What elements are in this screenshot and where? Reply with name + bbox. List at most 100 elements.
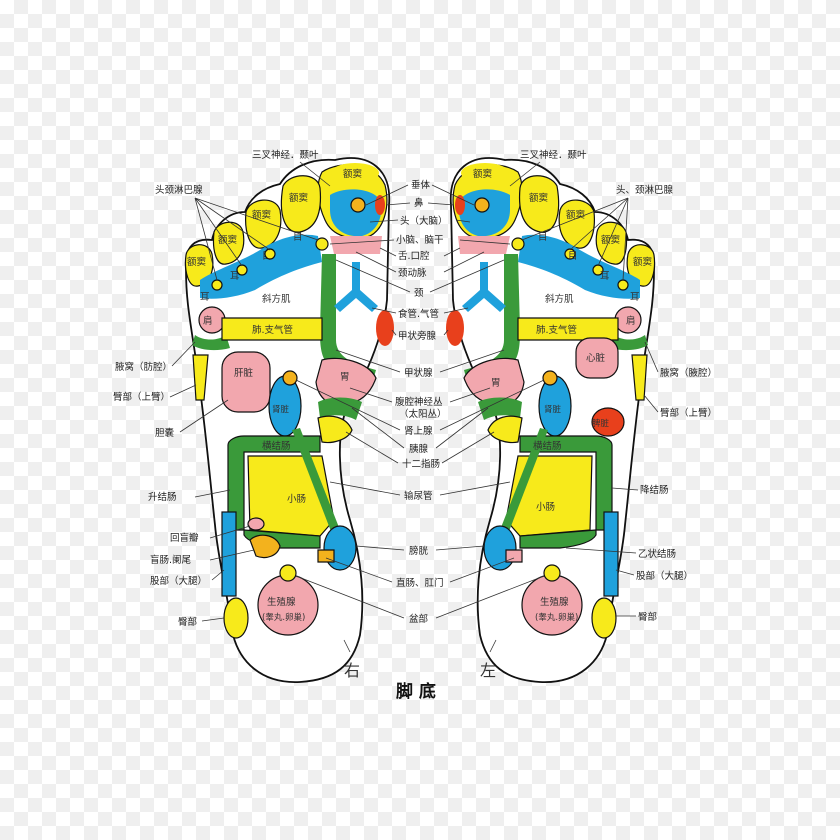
- label-carotid: 颈动脉: [398, 267, 427, 279]
- left-nose-dot: [455, 195, 465, 215]
- right-gonad-label1: 生殖腺: [267, 596, 296, 608]
- label-cerebellum: 小脑、脑干: [396, 234, 444, 246]
- left-spleen-label: 脾脏: [592, 418, 610, 429]
- label-rectum: 直肠、肛门: [396, 577, 444, 589]
- left-eye-ear-band: [518, 234, 640, 299]
- label-duodenum: 十二指肠: [402, 458, 440, 470]
- right-toe4-label: 额窦: [218, 234, 237, 246]
- left-stomach-label: 胃: [491, 378, 501, 389]
- left-ureter: [500, 428, 548, 534]
- right-neck-pink: [330, 236, 382, 254]
- left-trigeminal-label: 三叉神经．颞叶: [520, 149, 587, 161]
- left-foot-zone-text: 额窦 额窦 额窦 额窦 额窦 目 目 耳 耳 斜方肌 肩 肺.支气管 心脏 胃 …: [473, 168, 652, 680]
- left-lymph-dot-1: [617, 279, 629, 291]
- left-lymph-dot-2: [592, 264, 604, 276]
- center-labels: 垂体 鼻 头（大脑） 小脑、脑干 舌.口腔 颈动脉 颈 食管.气管 甲状旁腺 甲…: [295, 179, 545, 625]
- label-pituitary: 垂体: [411, 179, 431, 191]
- right-liver-label: 肝脏: [234, 367, 254, 379]
- left-lymph-dot-4: [511, 237, 525, 251]
- right-shoulder-green: [192, 335, 230, 351]
- left-toe5-label: 额窦: [633, 256, 652, 268]
- left-stomach: [463, 357, 525, 407]
- label-esophagus: 食管.气管: [398, 308, 439, 320]
- label-pelvis: 盆部: [409, 613, 428, 625]
- left-ear-label: 耳: [600, 271, 610, 282]
- right-foot: 额窦 额窦 额窦 额窦 额窦 目 目 耳 耳 斜方肌 肩 肺.支气管: [184, 157, 394, 683]
- left-heart: [575, 337, 619, 379]
- left-heart-label: 心脏: [586, 352, 606, 364]
- right-eye-ear-band: [200, 234, 322, 299]
- label-neck: 颈: [414, 288, 424, 299]
- right-lymph-dot-4: [315, 237, 329, 251]
- right-etou-big: [331, 163, 379, 183]
- right-ureter: [292, 428, 340, 534]
- right-upper-arm: [192, 354, 209, 401]
- left-duodenum: [487, 415, 523, 444]
- left-buttock: [591, 597, 617, 639]
- diagram-title: 脚 底: [396, 681, 436, 702]
- right-big-toe-blue: [330, 189, 382, 237]
- left-armpit-label: 腋窝（腋腔）: [660, 367, 717, 379]
- left-thigh: [603, 511, 619, 597]
- left-eye-label: 目: [538, 232, 548, 243]
- left-sigmoid-label: 乙状结肠: [638, 548, 676, 560]
- right-parathyroid: [376, 310, 394, 346]
- left-spleen: [591, 407, 625, 437]
- right-side-label: 右: [344, 661, 360, 680]
- right-transverse-colon: [227, 435, 321, 531]
- left-kidney-label: 肾脏: [544, 404, 562, 415]
- right-adrenal: [282, 370, 298, 386]
- left-toe4-label: 额窦: [601, 234, 620, 246]
- left-lung-label: 肺.支气管: [536, 324, 577, 336]
- label-solar-plexus: （太阳丛）: [399, 408, 447, 420]
- right-toe-3: [245, 199, 282, 249]
- left-thigh-label: 股部（大腿）: [636, 570, 693, 582]
- right-pancreas: [318, 397, 362, 420]
- left-lymph-dot-3: [564, 248, 576, 260]
- left-transverse-colon: [519, 435, 613, 531]
- left-toe-2: [518, 175, 560, 233]
- right-etou-big-label: 额窦: [343, 168, 362, 180]
- right-thigh-label: 股部（大腿）: [150, 575, 207, 587]
- label-thyroid: 甲状腺: [404, 367, 433, 379]
- left-foot-labels: 三叉神经．颞叶 头、颈淋巴腺 腋窝（腋腔） 臂部（上臂） 降结肠 乙状结肠 股部…: [509, 149, 717, 623]
- left-esophagus: [462, 262, 506, 312]
- left-big-toe-blue: [458, 189, 510, 237]
- right-ascending-colon-label: 升结肠: [148, 491, 177, 503]
- label-bladder: 膀胱: [409, 545, 429, 557]
- left-side-label: 左: [480, 661, 496, 680]
- left-gonad-label1: 生殖腺: [540, 596, 569, 608]
- right-stomach-label: 胃: [340, 372, 350, 383]
- right-buttock-label: 臀部: [178, 616, 197, 628]
- left-trapezius-label: 斜方肌: [545, 293, 574, 305]
- right-kidney-label: 肾脏: [272, 404, 290, 415]
- left-buttock-label: 臀部: [638, 611, 657, 623]
- label-adrenal: 肾上腺: [404, 425, 433, 437]
- left-adrenal: [542, 370, 558, 386]
- label-parathyroid: 甲状旁腺: [398, 330, 437, 342]
- label-pancreas: 胰腺: [409, 443, 429, 455]
- left-shoulder-green: [610, 335, 648, 351]
- right-rectum: [317, 549, 335, 563]
- label-celiac-plexus: 腹腔神经丛: [395, 396, 443, 408]
- right-transverse-colon-label: 横结肠: [262, 440, 291, 452]
- right-cecum-label: 盲肠.阑尾: [150, 554, 191, 566]
- right-trigeminal-label: 三叉神经．颞叶: [252, 149, 319, 161]
- right-esophagus: [334, 262, 378, 312]
- right-toe-4: [212, 221, 245, 265]
- right-pituitary-dot: [350, 197, 366, 213]
- label-ureter: 输尿管: [404, 490, 433, 502]
- right-toe3-label: 额窦: [252, 209, 271, 221]
- left-etou-big-label: 额窦: [473, 168, 492, 180]
- label-nose: 鼻: [414, 197, 424, 209]
- right-lymph-dot-2: [236, 264, 248, 276]
- right-gonad-label2: (睾丸.卵巢): [262, 612, 305, 623]
- right-ear-label: 耳: [230, 271, 240, 282]
- left-neck-pink: [458, 236, 510, 254]
- left-colon-lower: [519, 529, 597, 549]
- right-stomach: [315, 357, 377, 407]
- left-head-lymph-label: 头、颈淋巴腺: [616, 184, 674, 196]
- left-upper-arm: [631, 354, 648, 401]
- left-gonad-label2: (睾丸.卵巢): [535, 612, 578, 623]
- left-descending-colon-label: 降结肠: [640, 484, 669, 496]
